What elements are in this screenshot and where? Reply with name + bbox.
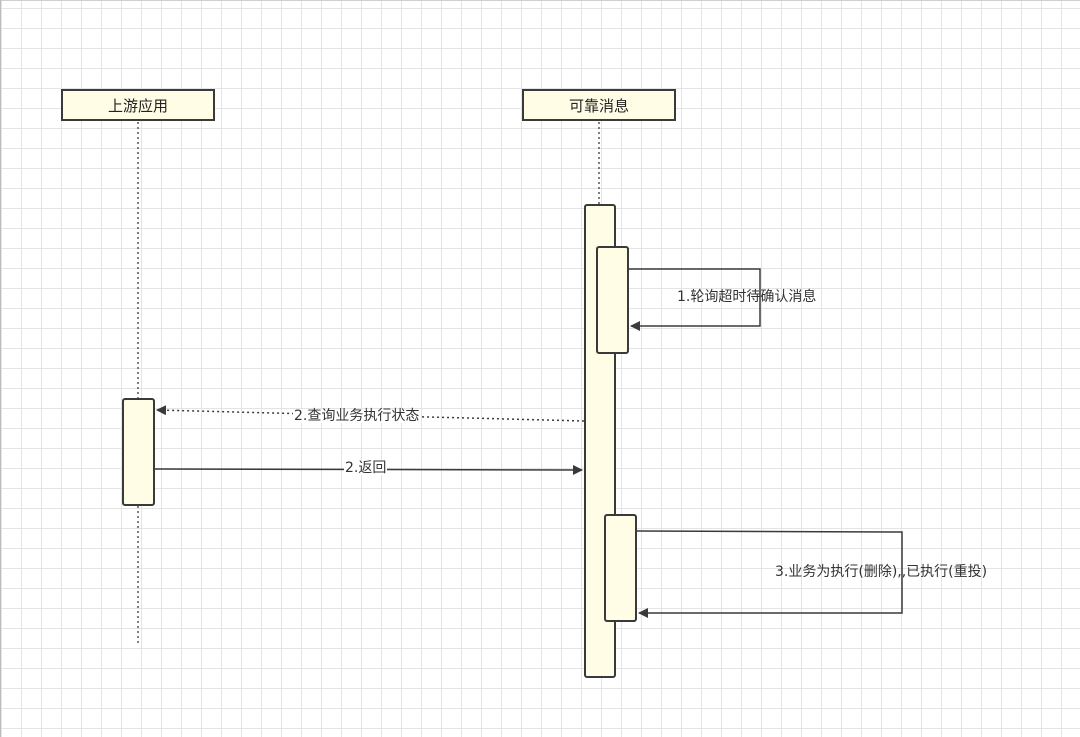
participant-upstream-label: 上游应用	[107, 96, 168, 115]
message-poll-label[interactable]: 1.轮询超时待确认消息	[677, 289, 817, 305]
participant-upstream[interactable]: 上游应用	[61, 89, 215, 121]
exec-loop-arrow	[636, 530, 903, 618]
message-exec-label[interactable]: 3.业务为执行(删除),,已执行(重投)	[775, 564, 988, 580]
participant-reliable[interactable]: 可靠消息	[522, 89, 676, 121]
activation-upstream[interactable]	[122, 398, 155, 506]
activation-reliable-poll[interactable]	[596, 246, 629, 354]
left-border	[0, 0, 1, 737]
message-return-label[interactable]: 2.返回	[344, 460, 388, 476]
query-arrow	[156, 405, 585, 422]
message-query-label[interactable]: 2.查询业务执行状态	[293, 408, 421, 424]
poll-loop-arrow	[629, 268, 761, 331]
activation-reliable-exec[interactable]	[604, 514, 637, 622]
participant-reliable-label: 可靠消息	[568, 96, 629, 115]
top-border	[0, 0, 1080, 1]
